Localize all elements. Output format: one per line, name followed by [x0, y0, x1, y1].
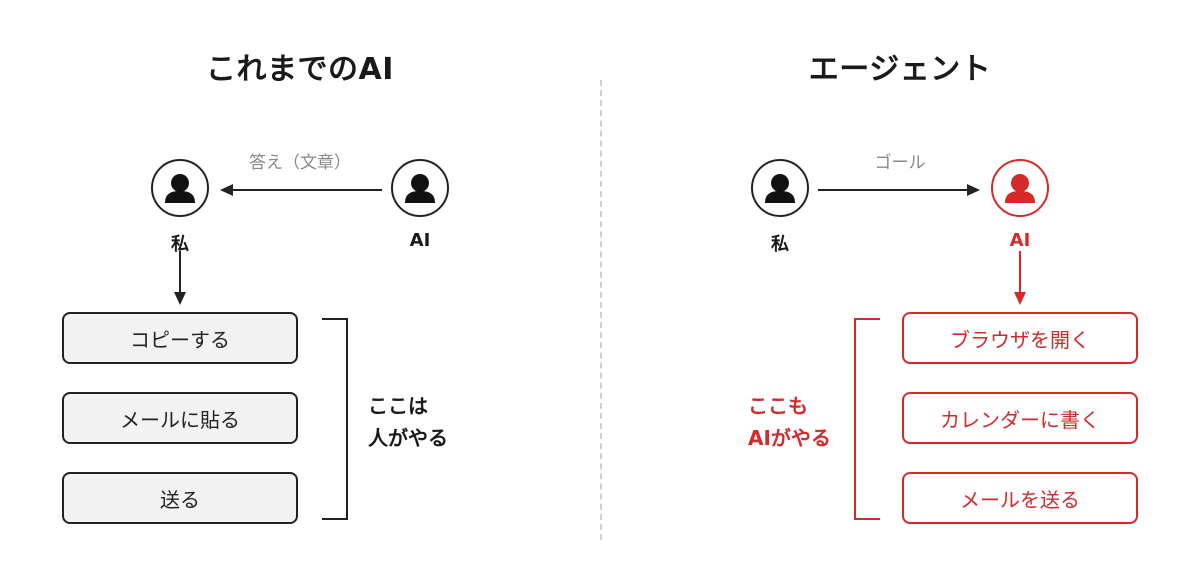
panel-divider [600, 80, 602, 540]
left-task-send: 送る [62, 472, 298, 524]
right-task-open-browser: ブラウザを開く [902, 312, 1138, 364]
left-edge-label: 答え（文章） [249, 153, 351, 173]
left-down-arrow [174, 251, 186, 305]
left-me-label: 私 [171, 234, 189, 255]
right-task-write-calendar: カレンダーに書く [902, 392, 1138, 444]
right-down-arrow [1014, 251, 1026, 305]
left-ai-person-icon [391, 159, 449, 217]
left-me-person-icon [151, 159, 209, 217]
left-ai-label: AI [409, 230, 431, 251]
right-task-send-email: メールを送る [902, 472, 1138, 524]
right-panel-title: エージェント [808, 52, 992, 87]
left-answer-arrow [220, 184, 382, 196]
right-me-person-icon [751, 159, 809, 217]
left-note: ここは 人がやる [368, 390, 448, 454]
right-note: ここも AIがやる [748, 390, 831, 454]
right-note-line-2: AIがやる [748, 426, 831, 450]
right-ai-person-icon [991, 159, 1049, 217]
left-bracket [322, 318, 348, 520]
left-note-line-2: 人がやる [368, 426, 448, 450]
right-me-label: 私 [771, 234, 789, 255]
right-goal-arrow [818, 184, 980, 196]
left-panel-title: これまでのAI [206, 52, 394, 87]
right-ai-label: AI [1009, 230, 1031, 251]
left-note-line-1: ここは [368, 394, 428, 418]
right-note-line-1: ここも [748, 394, 808, 418]
right-bracket [854, 318, 880, 520]
right-edge-label: ゴール [874, 153, 926, 173]
left-task-paste-email: メールに貼る [62, 392, 298, 444]
left-task-copy: コピーする [62, 312, 298, 364]
